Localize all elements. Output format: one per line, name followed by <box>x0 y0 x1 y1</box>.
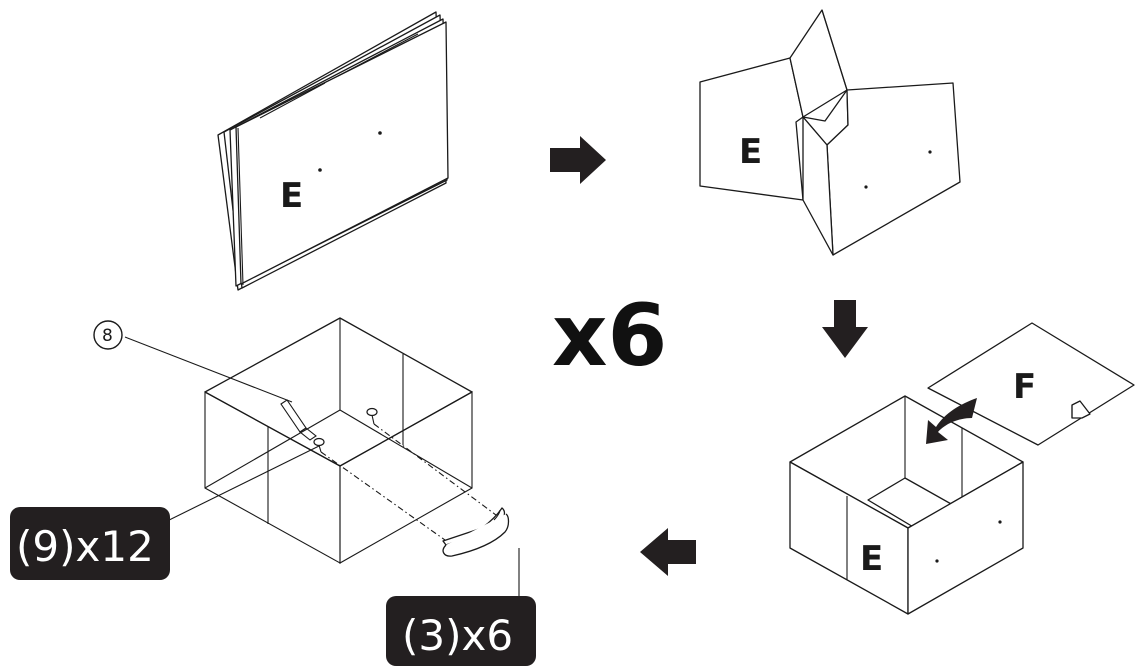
qty-screws-label: (9)x12 <box>16 522 154 571</box>
step3-box-label: E <box>860 539 883 579</box>
qty-badge-handle: (3)x6 <box>386 596 536 666</box>
part-8-label: 8 <box>102 326 113 346</box>
repeat-multiplier: x6 <box>552 286 667 386</box>
step3-lid-label: F <box>1013 367 1036 407</box>
insert-arrow-icon <box>926 398 977 444</box>
step4-box-assembly <box>124 317 520 598</box>
qty-badge-screws: (9)x12 <box>10 507 170 580</box>
screw-icon <box>313 437 325 453</box>
step2-panel-label: E <box>739 132 762 172</box>
handle-icon <box>442 507 510 557</box>
arrow-down-icon <box>822 300 868 358</box>
arrow-left-icon <box>640 528 696 576</box>
step3-box-with-lid: F E <box>789 322 1135 615</box>
part-8-callout: 8 <box>93 320 123 350</box>
arrow-right-icon <box>550 136 606 184</box>
step1-panel-label: E <box>280 176 303 216</box>
step2-folding-panel: E <box>699 9 961 256</box>
qty-handle-label: (3)x6 <box>402 611 513 660</box>
screw-icon <box>366 407 378 425</box>
step1-flat-panel: E <box>217 11 449 291</box>
